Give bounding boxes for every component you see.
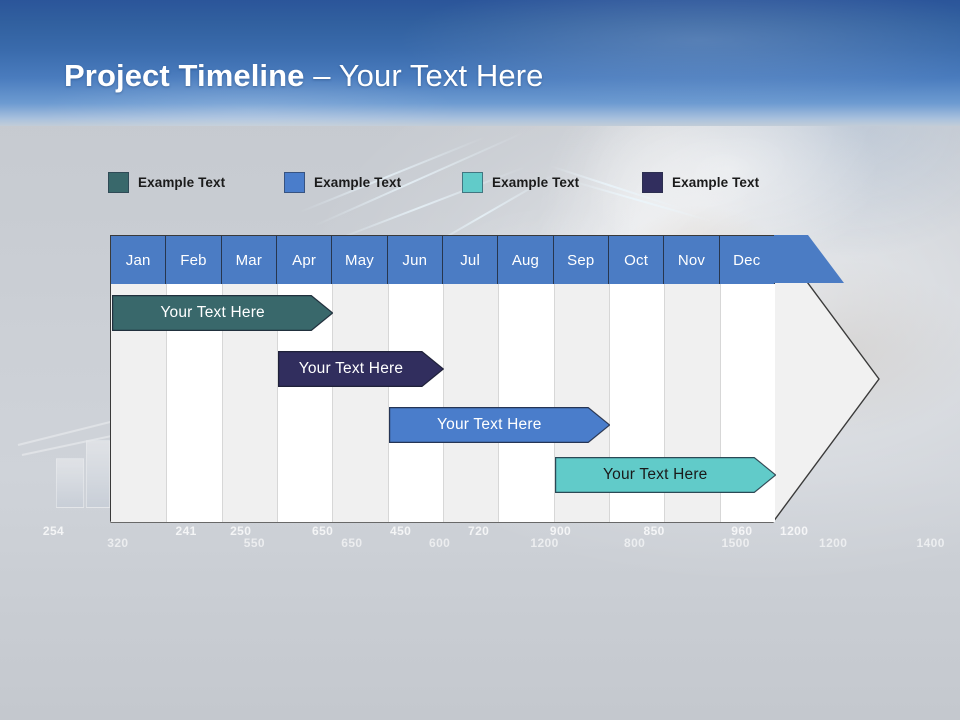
month-label: Mar xyxy=(235,251,263,269)
legend-label: Example Text xyxy=(138,174,226,190)
legend: Example Text Example Text Example Text Exam… xyxy=(108,170,808,194)
month-label: Sep xyxy=(567,251,595,269)
task-bar-label: Your Text Here xyxy=(437,416,542,433)
legend-label: Example Text xyxy=(672,174,760,190)
legend-item[interactable]: Example Text xyxy=(108,170,225,194)
timeline-task-bar[interactable]: Your Text Here xyxy=(112,295,334,331)
month-label: Jan xyxy=(125,251,151,269)
legend-item[interactable]: Example Text xyxy=(462,170,579,194)
month-label: Jun xyxy=(402,251,428,269)
header-band xyxy=(0,0,960,126)
column-separator xyxy=(332,284,334,522)
legend-color-swatch xyxy=(462,171,483,193)
timeline-task-bar[interactable]: Your Text Here xyxy=(389,407,610,443)
timeline-task-bar[interactable]: Your Text Here xyxy=(278,351,444,387)
month-label: Aug xyxy=(511,251,540,269)
month-header-nov[interactable]: Nov xyxy=(664,236,720,284)
month-header-jun[interactable]: Jun xyxy=(387,236,443,284)
legend-color-swatch xyxy=(284,171,305,193)
month-header-may[interactable]: May xyxy=(332,236,388,284)
timeline-chart: Jan Feb Mar Apr May Jun Jul Aug Sep Oct Nov Dec You… xyxy=(110,235,880,523)
legend-color-swatch xyxy=(108,171,129,193)
month-label: Oct xyxy=(624,251,649,269)
page-title: Project Timeline – Your Text Here xyxy=(64,58,543,94)
month-header-mar[interactable]: Mar xyxy=(221,236,277,284)
column-separator xyxy=(553,284,555,522)
month-label: Dec xyxy=(733,251,761,269)
month-header-apr[interactable]: Apr xyxy=(276,236,333,284)
legend-item[interactable]: Example Text xyxy=(642,170,759,194)
legend-color-swatch xyxy=(642,171,663,193)
task-bar-label: Your Text Here xyxy=(298,360,404,377)
column-separator xyxy=(387,284,389,522)
month-label: May xyxy=(345,251,374,269)
month-header-jan[interactable]: Jan xyxy=(111,236,167,284)
column-separator xyxy=(719,284,721,522)
page-title-regular: – Your Text Here xyxy=(304,58,544,93)
month-label: Feb xyxy=(180,251,207,269)
month-label: Nov xyxy=(677,251,706,269)
month-header-dec[interactable]: Dec xyxy=(719,236,775,284)
page-title-bold: Project Timeline xyxy=(64,58,305,93)
column-separator xyxy=(276,284,278,522)
ghost-chart-bar xyxy=(86,440,110,508)
legend-label: Example Text xyxy=(492,174,580,190)
month-header-feb[interactable]: Feb xyxy=(166,236,222,284)
ghost-chart-bar xyxy=(56,458,84,508)
legend-label: Example Text xyxy=(314,174,402,190)
month-header-aug[interactable]: Aug xyxy=(498,236,554,284)
timeline-task-bar[interactable]: Your Text Here xyxy=(555,457,776,493)
month-header-sep[interactable]: Sep xyxy=(553,236,609,284)
column-separator xyxy=(442,284,444,522)
month-header-oct[interactable]: Oct xyxy=(608,236,665,284)
month-header-wedge xyxy=(774,235,844,283)
task-bar-label: Your Text Here xyxy=(160,304,265,321)
month-label: Apr xyxy=(292,251,317,269)
header-sheen xyxy=(0,0,960,126)
month-label: Jul xyxy=(460,251,481,269)
column-separator xyxy=(166,284,168,522)
column-separator xyxy=(221,284,223,522)
task-bar-label: Your Text Here xyxy=(603,466,708,483)
legend-item[interactable]: Example Text xyxy=(284,170,401,194)
column-separator xyxy=(498,284,500,522)
column-separator xyxy=(608,284,610,522)
month-header-jul[interactable]: Jul xyxy=(442,236,499,284)
column-separator xyxy=(664,284,666,522)
